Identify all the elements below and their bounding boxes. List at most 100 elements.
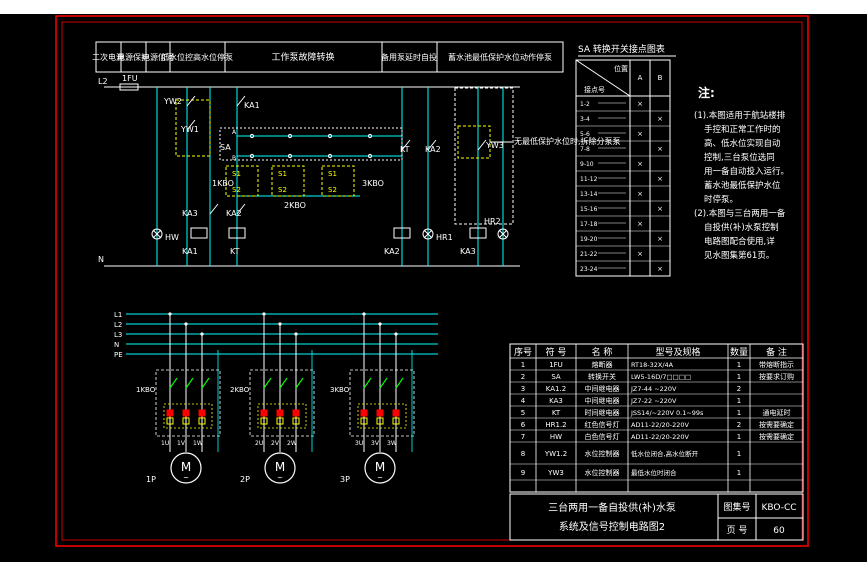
bom-cell: 低水位闭合,高水位断开 bbox=[631, 449, 699, 458]
title-block: 三台两用一备自投供(补)水泵 系统及信号控制电路图2 图集号 KBO-CC 页 … bbox=[509, 493, 804, 541]
motor-phase: ~ bbox=[377, 474, 383, 482]
header-cell: 低水位控高水位停泵 bbox=[161, 52, 233, 62]
kbo-label: 1KBO bbox=[136, 386, 156, 394]
bom-cell: 中间继电器 bbox=[585, 396, 620, 405]
label-yw2: YW2 bbox=[163, 97, 182, 106]
bom-cell: JSS14/~220V 0.1~99s bbox=[630, 409, 704, 417]
terminal-label: 1U bbox=[161, 440, 169, 447]
sa-row-contact: 21-22 bbox=[580, 251, 598, 258]
bom-cell: 1 bbox=[737, 397, 741, 405]
note-line: 蓄水池最低保护水位 bbox=[704, 180, 781, 191]
label-s1: S1 bbox=[232, 170, 241, 178]
motor-letter: M bbox=[181, 460, 191, 474]
label-yw1: YW1 bbox=[180, 125, 199, 134]
note-line: 时停泵。 bbox=[704, 194, 738, 205]
sa-mark: × bbox=[657, 175, 663, 183]
label-kt-coil: KT bbox=[230, 247, 240, 256]
sa-mark: × bbox=[637, 100, 643, 108]
header-cell: 工作泵故障转换 bbox=[271, 51, 334, 63]
bom-cell: 水位控制器 bbox=[585, 468, 620, 477]
sa-row-contact: 1-2 bbox=[580, 101, 590, 108]
header-cell: 备用泵延时自投 bbox=[381, 52, 437, 62]
header-cell: 电源信号 bbox=[142, 52, 174, 62]
bom-cell: KA1.2 bbox=[546, 385, 566, 393]
sa-row-contact: 19-20 bbox=[580, 236, 598, 243]
bom-cell: 最低水位时闭合 bbox=[631, 468, 677, 477]
bom-cell: 1 bbox=[521, 361, 525, 369]
bom-cell: JZ7-22 ~220V bbox=[630, 397, 677, 405]
label-2kbo: 2KBO bbox=[284, 201, 306, 210]
bom-cell: 带熔断指示 bbox=[759, 360, 794, 369]
label-1kbo: 1KBO bbox=[212, 179, 234, 188]
terminal-label: 2V bbox=[271, 440, 280, 447]
bom-cell: JZ7-44 ~220V bbox=[630, 385, 677, 393]
sa-mark: × bbox=[657, 205, 663, 213]
label-a: A bbox=[232, 129, 237, 136]
drawing-canvas[interactable] bbox=[0, 14, 867, 562]
bom-header: 序号 bbox=[514, 346, 532, 358]
terminal-label: 1V bbox=[177, 440, 186, 447]
motor-symbol bbox=[264, 452, 296, 484]
label-s1: S1 bbox=[328, 170, 337, 178]
header-cell: 蓄水池最低保护水位动作停泵 bbox=[448, 52, 552, 62]
sa-table-title: SA 转换开关接点图表 bbox=[578, 43, 665, 55]
sa-head-a: A bbox=[638, 74, 643, 82]
bom-cell: YW1.2 bbox=[544, 450, 567, 458]
sa-mark: × bbox=[637, 160, 643, 168]
label-hw: HW bbox=[165, 233, 179, 242]
note-no-low-level: 无最低保护水位时,拆除分泵泵 bbox=[514, 136, 621, 146]
terminal-label: 3W bbox=[387, 440, 397, 447]
terminal-label: 3U bbox=[355, 440, 363, 447]
bom-cell: HW bbox=[550, 433, 562, 441]
bom-cell: 1 bbox=[737, 409, 741, 417]
power-bus-label: L1 bbox=[114, 311, 122, 319]
sa-mark: × bbox=[637, 220, 643, 228]
notes-block: 注: (1).本图适用于航站楼排手控和正常工作时的高、低水位实现自动控制,三台泵… bbox=[694, 85, 789, 261]
outer-border bbox=[55, 15, 809, 547]
label-sa: SA bbox=[220, 143, 231, 152]
bom-cell: 熔断器 bbox=[592, 360, 613, 369]
terminal-label: 2U bbox=[255, 440, 263, 447]
bom-cell: 白色信号灯 bbox=[585, 432, 620, 441]
label-n: N bbox=[98, 255, 104, 264]
label-s1: S1 bbox=[278, 170, 287, 178]
label-yw3: YW3 bbox=[485, 141, 504, 150]
bom-cell: 红色信号灯 bbox=[585, 420, 620, 429]
motor-letter: M bbox=[375, 460, 385, 474]
header-cell: 电源保护 bbox=[117, 52, 149, 62]
terminal-label: 1W bbox=[193, 440, 203, 447]
bom-header: 符 号 bbox=[546, 346, 567, 358]
bom-cell: 7 bbox=[521, 433, 525, 441]
note-line: 手控和正常工作时的 bbox=[704, 124, 781, 135]
bom-cell: 按需要确定 bbox=[759, 420, 794, 429]
bom-cell: 2 bbox=[737, 421, 741, 429]
bom-cell: 4 bbox=[521, 397, 526, 405]
sa-row-contact: 23-24 bbox=[580, 266, 598, 273]
motor-label: 3P bbox=[340, 475, 350, 484]
motor-label: 1P bbox=[146, 475, 156, 484]
sa-row-contact: 5-6 bbox=[580, 131, 590, 138]
label-l2: L2 bbox=[98, 77, 108, 86]
note-line: 见水图集第61页。 bbox=[704, 250, 774, 261]
page-label: 页 号 bbox=[727, 525, 748, 536]
bom-cell: RT18-32X/4A bbox=[631, 361, 674, 369]
bom-cell: AD11-22/20-220V bbox=[631, 433, 690, 441]
control-circuit bbox=[104, 83, 520, 267]
header-cell: 二次电源 bbox=[92, 52, 124, 62]
sa-head-contact: 接点号 bbox=[584, 85, 605, 94]
bom-cell: 水位控制器 bbox=[585, 449, 620, 458]
motor-symbol bbox=[364, 452, 396, 484]
viewer-top-strip bbox=[0, 0, 867, 14]
note-line: 自投供(补)水泵控制 bbox=[704, 222, 779, 233]
kbo-unit-box bbox=[249, 369, 315, 437]
label-kt-contact: KT bbox=[400, 145, 410, 154]
bom-cell: KT bbox=[552, 409, 561, 417]
motor-phase: ~ bbox=[277, 474, 283, 482]
note-line: (2).本图与三台两用一备 bbox=[694, 208, 786, 219]
note-line: 高、低水位实现自动 bbox=[704, 138, 781, 149]
bom-header: 名 称 bbox=[592, 346, 613, 358]
sa-row-contact: 13-14 bbox=[580, 191, 598, 198]
label-s2: S2 bbox=[278, 186, 287, 194]
